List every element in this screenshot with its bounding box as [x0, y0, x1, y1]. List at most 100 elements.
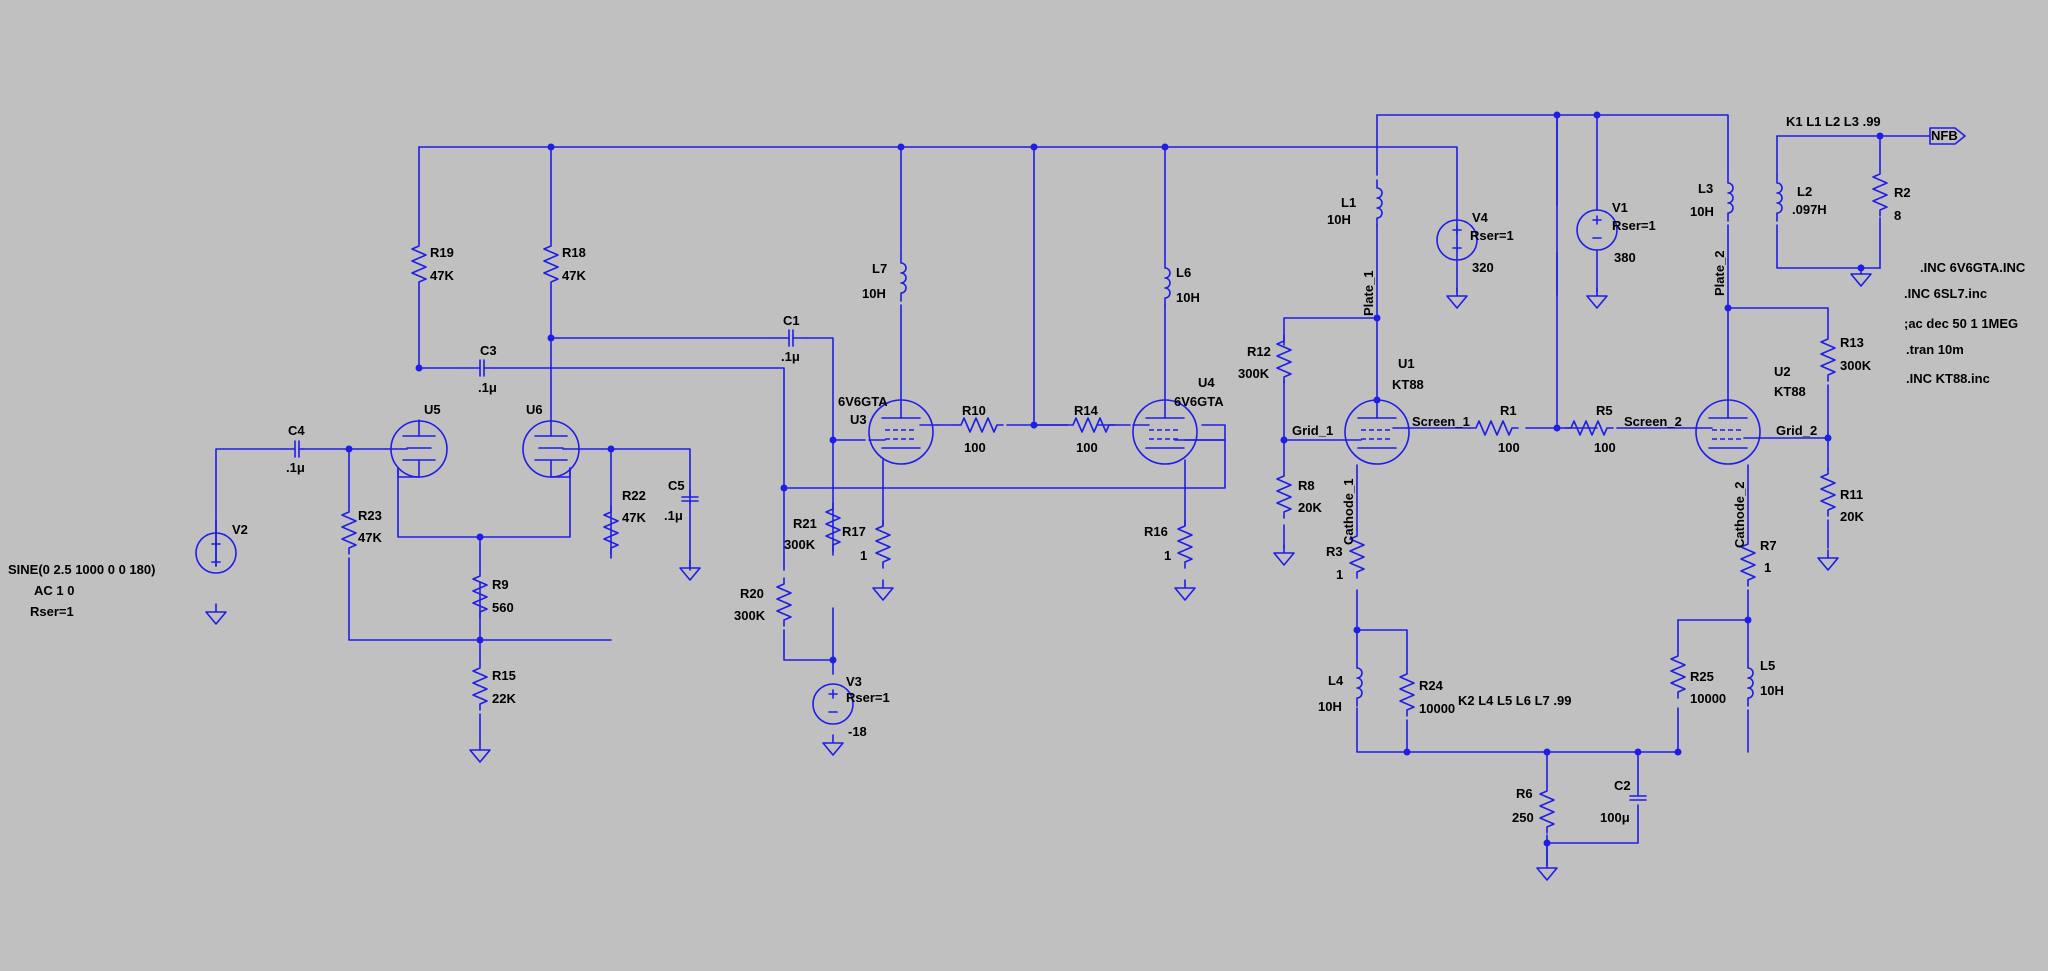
source-V3[interactable] [812, 683, 854, 725]
directive-inc-kt88: .INC KT88.inc [1906, 371, 1990, 386]
label-l7-value: 10H [862, 286, 886, 301]
tube-U4[interactable] [1132, 399, 1226, 465]
label-v1-value: 380 [1614, 250, 1636, 265]
ground-5 [872, 579, 894, 601]
label-r6-ref: R6 [1516, 786, 1533, 801]
ground-9 [1273, 544, 1295, 566]
label-r2-ref: R2 [1894, 185, 1911, 200]
label-v2-rser: Rser=1 [30, 604, 74, 619]
label-c5-value: .1μ [664, 508, 683, 523]
resistor-R17[interactable] [875, 519, 891, 569]
label-r8-value: 20K [1298, 500, 1322, 515]
label-r25-value: 10000 [1690, 691, 1726, 706]
label-u3-model: 6V6GTA [838, 394, 888, 409]
label-r18-value: 47K [562, 268, 586, 283]
label-r14-ref: R14 [1074, 403, 1099, 418]
source-V1[interactable] [1576, 209, 1618, 251]
label-r9-value: 560 [492, 600, 514, 615]
resistor-R19[interactable] [411, 239, 427, 289]
tube-U3[interactable] [868, 399, 939, 465]
resistor-R24[interactable] [1399, 667, 1415, 717]
label-l5-value: 10H [1760, 683, 1784, 698]
ground-10 [1817, 549, 1839, 571]
label-c3-ref: C3 [480, 343, 497, 358]
resistor-R1[interactable] [1469, 420, 1519, 436]
label-r1-ref: R1 [1500, 403, 1517, 418]
label-l4-value: 10H [1318, 699, 1342, 714]
resistor-R15[interactable] [472, 661, 488, 711]
label-r8-ref: R8 [1298, 478, 1315, 493]
resistor-R13[interactable] [1820, 332, 1836, 382]
label-r5-ref: R5 [1596, 403, 1613, 418]
resistor-R11[interactable] [1820, 467, 1836, 517]
capacitor-C2[interactable] [1629, 795, 1647, 801]
resistor-R8[interactable] [1276, 469, 1292, 519]
label-v4-ref: V4 [1472, 210, 1489, 225]
resistor-R20[interactable] [776, 577, 792, 627]
label-c2-value: 100μ [1600, 810, 1630, 825]
inductor-L7[interactable] [900, 254, 907, 302]
inductor-L4[interactable] [1356, 659, 1363, 707]
inductor-L3[interactable] [1727, 174, 1734, 222]
inductor-L6[interactable] [1164, 259, 1171, 307]
label-r16-ref: R16 [1144, 524, 1168, 539]
label-r2-value: 8 [1894, 208, 1901, 223]
ground-1 [205, 603, 227, 625]
resistor-R10[interactable] [954, 417, 1004, 433]
ground-2 [469, 741, 491, 763]
label-u2-ref: U2 [1774, 364, 1791, 379]
label-r5-value: 100 [1594, 440, 1616, 455]
inductor-L5[interactable] [1747, 659, 1754, 707]
label-r20-value: 300K [734, 608, 766, 623]
label-c3-value: .1μ [478, 380, 497, 395]
label-r6-value: 250 [1512, 810, 1534, 825]
label-c5-ref: C5 [668, 478, 685, 493]
label-r10-value: 100 [964, 440, 986, 455]
tube-U6[interactable] [522, 419, 580, 478]
label-u2-model: KT88 [1774, 384, 1806, 399]
label-r21-value: 300K [784, 537, 816, 552]
label-grid-1: Grid_1 [1292, 423, 1333, 438]
label-r20-ref: R20 [740, 586, 764, 601]
label-l6-ref: L6 [1176, 265, 1191, 280]
label-r11-ref: R11 [1840, 487, 1863, 502]
resistor-R23[interactable] [341, 505, 357, 555]
label-c1-ref: C1 [783, 313, 800, 328]
capacitor-C3[interactable] [463, 359, 496, 377]
label-r15-value: 22K [492, 691, 516, 706]
nfb-port[interactable] [1929, 127, 1966, 145]
capacitor-C4[interactable] [282, 440, 304, 458]
label-r22-value: 47K [622, 510, 646, 525]
resistor-R2[interactable] [1872, 167, 1888, 217]
label-cathode-2: Cathode_2 [1732, 482, 1747, 548]
directive-ac: ;ac dec 50 1 1MEG [1904, 316, 2018, 331]
label-coupling-k1: K1 L1 L2 L3 .99 [1786, 114, 1881, 129]
resistor-R25[interactable] [1670, 649, 1686, 699]
label-r17-value: 1 [860, 548, 867, 563]
label-nfb[interactable]: NFB [1931, 128, 1958, 143]
inductor-L2[interactable] [1776, 174, 1783, 222]
label-u4-model: 6V6GTA [1174, 394, 1224, 409]
source-V2[interactable] [195, 532, 237, 574]
tube-U1[interactable] [1333, 399, 1410, 465]
capacitor-C5[interactable] [681, 489, 699, 516]
ground-8 [1586, 287, 1608, 309]
label-l1-ref: L1 [1341, 195, 1356, 210]
label-r7-ref: R7 [1760, 538, 1777, 553]
resistor-R18[interactable] [543, 239, 559, 289]
tube-U5[interactable] [390, 419, 448, 478]
label-r22-ref: R22 [622, 488, 646, 503]
source-V4[interactable] [1436, 219, 1478, 261]
label-c4-value: .1μ [286, 460, 305, 475]
resistor-R16[interactable] [1177, 519, 1193, 569]
inductor-L1[interactable] [1376, 179, 1383, 227]
label-r17-ref: R17 [842, 524, 866, 539]
label-c1-value: .1μ [781, 349, 800, 364]
label-r24-ref: R24 [1419, 678, 1444, 693]
label-r25-ref: R25 [1690, 669, 1714, 684]
resistor-R6[interactable] [1539, 784, 1555, 834]
capacitor-C1[interactable] [775, 329, 807, 347]
label-screen-2: Screen_2 [1624, 414, 1682, 429]
tube-U2[interactable] [1659, 399, 1771, 465]
